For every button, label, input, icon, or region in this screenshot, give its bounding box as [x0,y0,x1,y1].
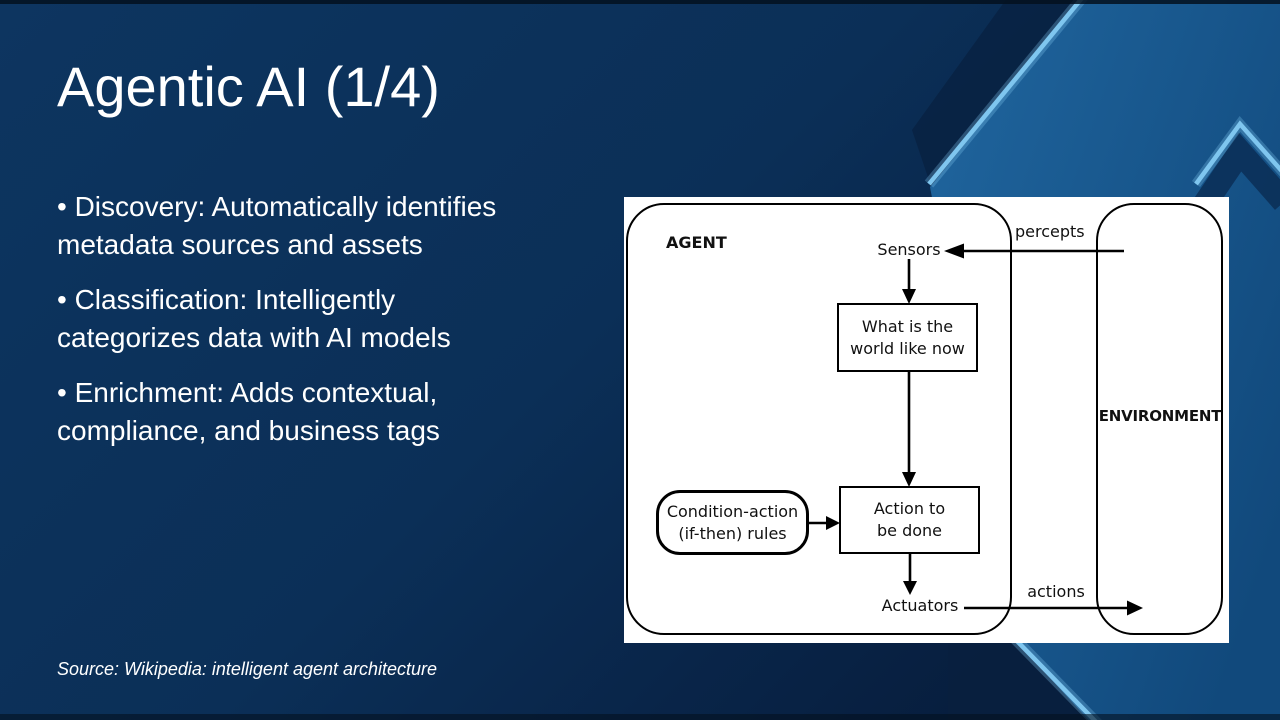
action-line2: be done [876,521,942,540]
bullet-line: • Discovery: Automatically identifies [57,191,497,222]
slide-title: Agentic AI (1/4) [57,55,440,118]
sensors-label: Sensors [877,240,941,259]
bullet-item-discovery: • Discovery: Automatically identifies met… [57,188,617,264]
actions-arrowhead [1127,600,1143,616]
actions-label: actions [1027,582,1085,601]
environment-label: ENVIRONMENT [1098,407,1222,425]
background-corner-shadow-band [1192,132,1280,215]
environment-container-box [1096,203,1223,635]
action-to-be-done-box: Action to be done [839,486,980,554]
actuators-label: Actuators [881,596,959,615]
world-state-line1: What is the [861,316,954,336]
bullet-line: categorizes data with AI models [57,322,451,353]
rules-line1: Condition-action [666,501,799,521]
bullet-line: compliance, and business tags [57,415,440,446]
state-to-action-arrowhead [902,472,916,487]
bullet-line: • Enrichment: Adds contextual, [57,377,438,408]
bullet-item-enrichment: • Enrichment: Adds contextual, compliance… [57,374,617,450]
percepts-label: percepts [1015,222,1085,241]
bullet-line: metadata sources and assets [57,229,423,260]
accent-diagonal-line-top [927,0,1084,186]
sensors-down-arrowhead [902,289,916,304]
accent-chevron-line [1194,120,1280,186]
bullet-list: • Discovery: Automatically identifies met… [57,188,617,467]
diagram-arrows [809,243,1143,616]
action-line1: Action to [873,499,946,518]
background-dark-wedge-bottom [948,644,1089,720]
condition-action-rules-pill: Condition-action (if-then) rules [656,490,809,555]
agent-architecture-diagram: AGENT ENVIRONMENT Sensors percepts Actua… [624,197,1229,643]
percepts-arrowhead [944,243,964,259]
bullet-line: • Classification: Intelligently [57,284,396,315]
agent-label: AGENT [666,233,727,252]
world-state-line2: world like now [850,338,965,358]
rules-line2: (if-then) rules [678,523,787,543]
action-to-actuators-arrowhead [903,581,917,595]
bottom-edge-strip [0,714,1280,720]
bullet-item-classification: • Classification: Intelligently categoriz… [57,281,617,357]
agent-container-box [626,203,1012,635]
background-dark-wedge-top [912,0,1082,186]
source-attribution: Source: Wikipedia: intelligent agent arc… [57,659,438,679]
top-edge-strip [0,0,1280,4]
rules-to-action-arrowhead [826,516,840,530]
world-state-box: What is the world like now [837,303,978,372]
